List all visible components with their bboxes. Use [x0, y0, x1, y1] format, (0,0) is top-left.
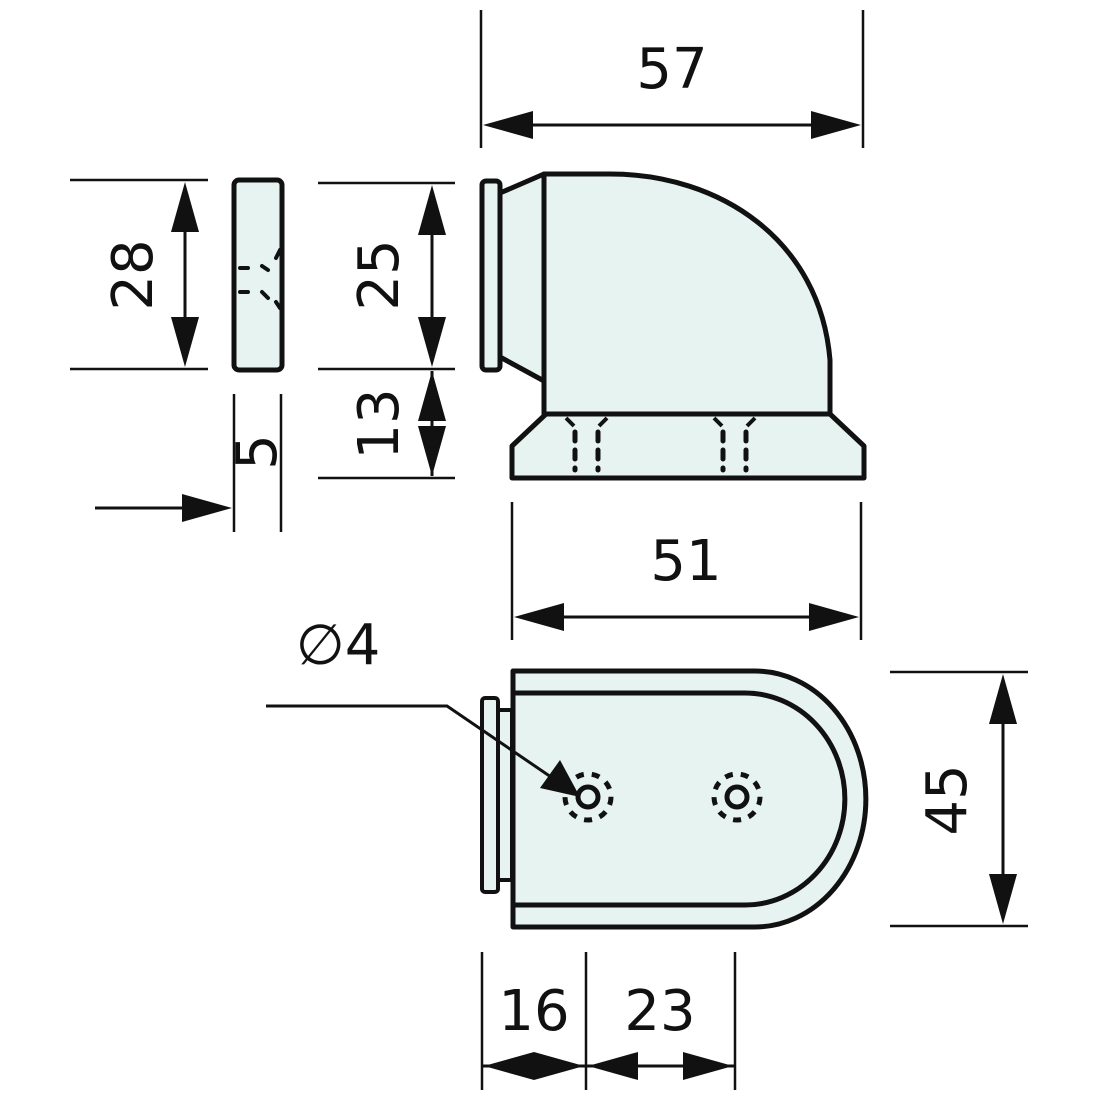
mounting-hole-2 [711, 771, 763, 823]
arrow-right-icon [809, 603, 859, 631]
arrow-left-icon [483, 111, 533, 139]
arrow-up-icon [418, 371, 446, 421]
front-base [509, 411, 867, 481]
front-countersink-marks [564, 416, 757, 428]
dim-label-diameter: ∅4 [296, 613, 380, 678]
countersink-circle [711, 771, 763, 823]
front-neck [497, 171, 547, 384]
hole-circle-icon [575, 784, 601, 810]
arrow-down-icon [418, 426, 446, 476]
countersink-circle [562, 771, 614, 823]
arrow-down-icon [171, 317, 199, 367]
front-hidden-holes [572, 429, 749, 473]
arrow-right-icon [182, 494, 232, 522]
plan-inner-body [510, 690, 848, 908]
dim-label-16: 16 [498, 979, 569, 1044]
dim-label-25: 25 [347, 239, 412, 310]
arrow-up-icon [989, 674, 1017, 724]
dim-label-5: 5 [225, 434, 290, 470]
plan-neck [496, 708, 514, 882]
front-body [541, 171, 833, 417]
dim-label-13: 13 [347, 388, 412, 459]
arrow-down-icon [989, 874, 1017, 924]
mounting-hole-1 [562, 771, 614, 823]
front-view: 57 25 13 51 [318, 10, 867, 640]
dim-label-45: 45 [915, 764, 980, 835]
dim-label-57: 57 [636, 37, 707, 102]
plan-flange [480, 696, 500, 894]
leader-line-diameter [266, 704, 571, 792]
insert-hole-hint [238, 248, 282, 310]
arrow-right-icon [683, 1052, 733, 1080]
arrow-right-icon [534, 1052, 584, 1080]
front-flange [479, 178, 503, 373]
side-insert-view: 28 5 [70, 177, 290, 532]
arrow-left-icon [484, 1052, 534, 1080]
leader-arrow-icon [540, 760, 580, 797]
dim-label-51: 51 [650, 529, 721, 594]
dim-label-23: 23 [624, 979, 695, 1044]
arrow-up-icon [171, 182, 199, 232]
arrow-up-icon [418, 185, 446, 235]
top-view: ∅4 45 16 23 [266, 613, 1028, 1090]
insert-body [231, 177, 285, 373]
arrow-left-icon [514, 603, 564, 631]
arrow-down-icon [418, 317, 446, 367]
arrow-right-icon [811, 111, 861, 139]
hole-circle-icon [724, 784, 750, 810]
arrow-left-icon [588, 1052, 638, 1080]
dim-label-28: 28 [101, 239, 166, 310]
